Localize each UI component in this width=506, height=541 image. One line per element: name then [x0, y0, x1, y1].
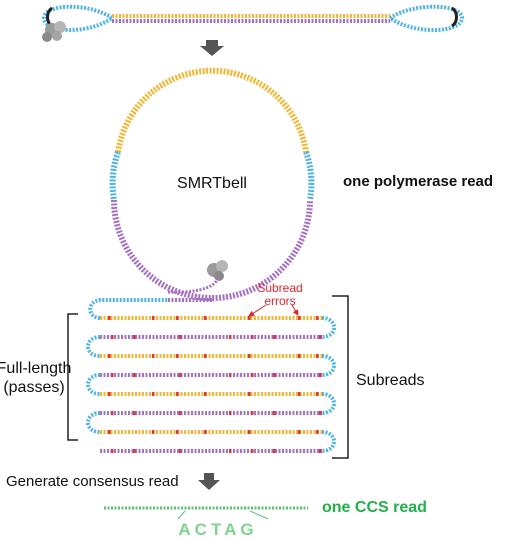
- zoom-line: [249, 510, 269, 520]
- error-mark: [111, 335, 114, 339]
- error-mark: [316, 354, 319, 358]
- subreads-serpentine: [86, 298, 336, 453]
- circle-adapter-right: [303, 151, 315, 201]
- lead-in-adapter: [88, 298, 168, 320]
- polymerase-blob-icon: [207, 260, 228, 281]
- error-mark: [108, 392, 111, 396]
- left-turn: [86, 411, 101, 434]
- error-mark: [248, 392, 251, 396]
- error-mark: [179, 335, 182, 339]
- error-mark: [179, 373, 182, 377]
- error-mark: [152, 316, 155, 320]
- error-mark: [152, 392, 155, 396]
- error-mark: [251, 411, 254, 415]
- right-adapter-loop: [388, 4, 465, 32]
- error-mark: [251, 335, 254, 339]
- error-mark: [133, 411, 136, 415]
- error-mark: [319, 335, 322, 339]
- right-primer: [451, 6, 458, 28]
- left-turn: [86, 335, 101, 358]
- error-mark: [176, 430, 179, 434]
- error-mark: [319, 411, 322, 415]
- full-length-bracket: [67, 313, 78, 441]
- emerging-read: [167, 277, 220, 294]
- error-mark: [298, 354, 301, 358]
- error-mark: [251, 449, 254, 453]
- error-mark: [229, 335, 232, 339]
- error-mark: [298, 392, 301, 396]
- error-mark: [108, 316, 111, 320]
- ccs-bases: ACTAG: [178, 520, 257, 539]
- error-mark: [108, 430, 111, 434]
- error-mark: [319, 449, 322, 453]
- error-mark: [316, 430, 319, 434]
- error-mark: [176, 392, 179, 396]
- error-mark: [133, 373, 136, 377]
- generate-consensus-label: Generate consensus read: [6, 473, 179, 490]
- subread-error-marks: [108, 316, 322, 453]
- down-arrow-icon: [198, 473, 220, 490]
- down-arrow-icon: [200, 40, 224, 56]
- error-mark: [111, 373, 114, 377]
- error-mark: [229, 449, 232, 453]
- circle-insert-top: [115, 67, 309, 153]
- error-mark: [298, 316, 301, 320]
- right-turn: [321, 354, 336, 377]
- circle-adapter-left: [109, 151, 121, 201]
- error-mark: [176, 354, 179, 358]
- error-mark: [152, 430, 155, 434]
- error-pointer: [248, 304, 267, 317]
- error-mark: [229, 373, 232, 377]
- error-mark: [273, 373, 276, 377]
- error-mark: [316, 392, 319, 396]
- dumbbell-smrtbell: [41, 4, 465, 42]
- error-mark: [248, 354, 251, 358]
- error-mark: [179, 411, 182, 415]
- error-mark: [152, 354, 155, 358]
- zoom-line: [177, 510, 186, 520]
- error-mark: [179, 449, 182, 453]
- subreads-label: Subreads: [356, 372, 425, 389]
- error-mark: [248, 430, 251, 434]
- error-mark: [204, 354, 207, 358]
- ccs-read-label: one CCS read: [322, 499, 427, 516]
- subread-errors-label-line1: Subread: [257, 281, 302, 295]
- error-mark: [319, 373, 322, 377]
- error-mark: [273, 449, 276, 453]
- error-mark: [229, 411, 232, 415]
- error-mark: [251, 373, 254, 377]
- subreads-bracket: [332, 295, 349, 459]
- error-mark: [204, 430, 207, 434]
- full-length-label-line2: (passes): [3, 379, 64, 396]
- error-mark: [111, 411, 114, 415]
- error-mark: [111, 449, 114, 453]
- circular-smrtbell: [109, 67, 315, 301]
- error-mark: [204, 316, 207, 320]
- circle-insert-bottom: [111, 199, 313, 301]
- full-length-label-line1: Full-length: [0, 360, 71, 377]
- smrtbell-label: SMRTbell: [177, 175, 247, 192]
- error-mark: [133, 335, 136, 339]
- polymerase-blob-icon: [42, 21, 66, 42]
- right-turn: [321, 316, 336, 339]
- error-mark: [273, 335, 276, 339]
- error-mark: [108, 354, 111, 358]
- polymerase-read-label: one polymerase read: [343, 173, 493, 190]
- error-mark: [248, 316, 251, 320]
- error-mark: [316, 316, 319, 320]
- error-mark: [298, 430, 301, 434]
- error-mark: [273, 411, 276, 415]
- error-mark: [176, 316, 179, 320]
- subread-errors-label-line2: errors: [264, 294, 295, 308]
- left-turn: [86, 373, 101, 396]
- left-adapter-loop: [41, 4, 114, 32]
- right-turn: [321, 392, 336, 415]
- error-mark: [133, 449, 136, 453]
- error-pointer: [291, 304, 299, 316]
- right-turn: [321, 430, 336, 453]
- error-mark: [204, 392, 207, 396]
